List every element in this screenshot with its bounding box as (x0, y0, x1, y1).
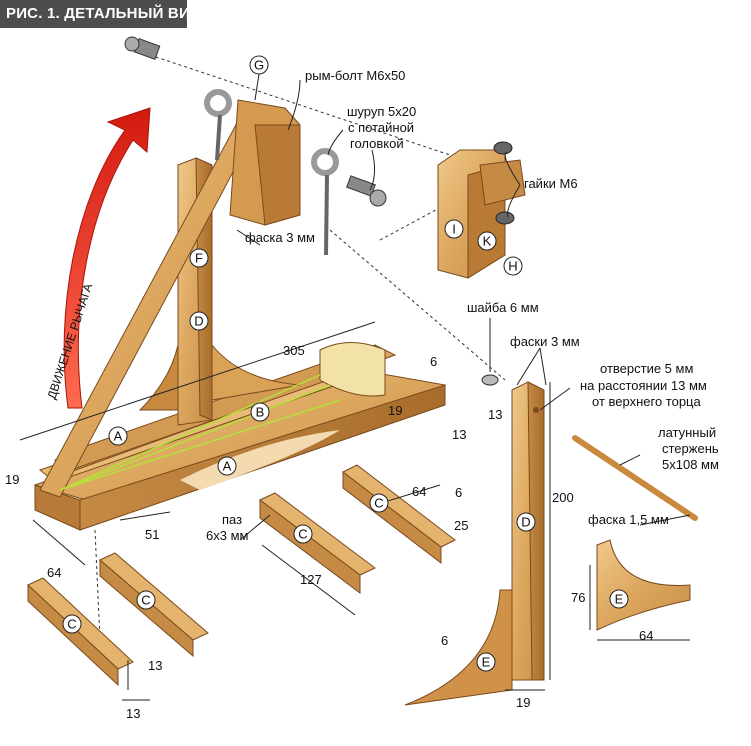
projectile-cup (319, 342, 386, 397)
label-washer: шайба 6 мм (467, 300, 539, 315)
dim-19a: 19 (388, 403, 402, 418)
label-hole-3: от верхнего торца (592, 394, 702, 409)
label-screw-1: шуруп 5х20 (347, 104, 416, 119)
eyebolt-lever (204, 89, 232, 161)
label-screw-2: с потайной (348, 120, 414, 135)
dim-64c: 64 (639, 628, 653, 643)
dim-19b: 19 (5, 472, 19, 487)
dim-64b: 64 (412, 484, 426, 499)
label-hole-1: отверстие 5 мм (600, 361, 693, 376)
part-b: B (256, 405, 265, 420)
string-lines (59, 374, 341, 491)
dim-200: 200 (552, 490, 574, 505)
eyebolt-loose (311, 148, 339, 256)
label-nuts: гайки М6 (524, 176, 578, 191)
label-groove-2: 6х3 мм (206, 528, 249, 543)
dim-127: 127 (300, 572, 322, 587)
part-a2: A (223, 459, 232, 474)
dimension-lines (19, 321, 690, 701)
label-hole-2: на расстоянии 13 мм (580, 378, 707, 393)
label-rod-1: латунный (658, 425, 716, 440)
dim-13b: 13 (488, 407, 502, 422)
screw-top-left (124, 36, 161, 60)
screw-loose (346, 175, 387, 207)
part-i: I (452, 222, 456, 237)
dim-13a: 13 (452, 427, 466, 442)
part-c4: C (67, 617, 76, 632)
brass-rod (572, 435, 698, 521)
assembly-lines (94, 54, 506, 641)
dim-6c: 6 (441, 633, 448, 648)
label-eyebolt: рым-болт М6х50 (305, 68, 405, 83)
block-hi (437, 141, 526, 279)
dim-64a: 64 (47, 565, 61, 580)
dim-19c: 19 (516, 695, 530, 710)
label-chamfer-15: фаска 1,5 мм (588, 512, 669, 527)
part-d2: D (521, 515, 530, 530)
lever-arm-f (39, 99, 301, 498)
dim-25: 25 (454, 518, 468, 533)
label-chamfer-3: фаска 3 мм (245, 230, 315, 245)
part-e1: E (482, 655, 491, 670)
label-chamfers-3: фаски 3 мм (510, 334, 580, 349)
dim-13d: 13 (126, 706, 140, 721)
part-e2: E (615, 592, 624, 607)
washer (481, 374, 499, 386)
gusset-e (596, 539, 691, 631)
dim-51: 51 (145, 527, 159, 542)
callout-leaders (236, 73, 691, 541)
dim-6b: 6 (455, 485, 462, 500)
part-c1: C (298, 527, 307, 542)
part-a1: A (114, 429, 123, 444)
figure-title: РИС. 1. ДЕТАЛЬНЫЙ ВИД (6, 5, 201, 22)
part-markers: A A B C C C C D D E E F G H I K (62, 55, 629, 672)
part-c2: C (374, 496, 383, 511)
dim-6a: 6 (430, 354, 437, 369)
part-c3: C (141, 593, 150, 608)
lever-motion-arrow (63, 107, 151, 409)
label-groove-1: паз (222, 512, 242, 527)
label-screw-3: головкой (350, 136, 404, 151)
dim-76: 76 (571, 590, 585, 605)
dim-305: 305 (283, 343, 305, 358)
dim-13c: 13 (148, 658, 162, 673)
part-f: F (195, 251, 203, 266)
part-k: K (483, 234, 492, 249)
part-h: H (508, 259, 517, 274)
label-rod-3: 5х108 мм (662, 457, 719, 472)
figure-title-bar: РИС. 1. ДЕТАЛЬНЫЙ ВИД (0, 0, 201, 28)
label-rod-2: стержень (662, 441, 719, 456)
part-d1: D (194, 314, 203, 329)
part-g: G (254, 58, 264, 73)
